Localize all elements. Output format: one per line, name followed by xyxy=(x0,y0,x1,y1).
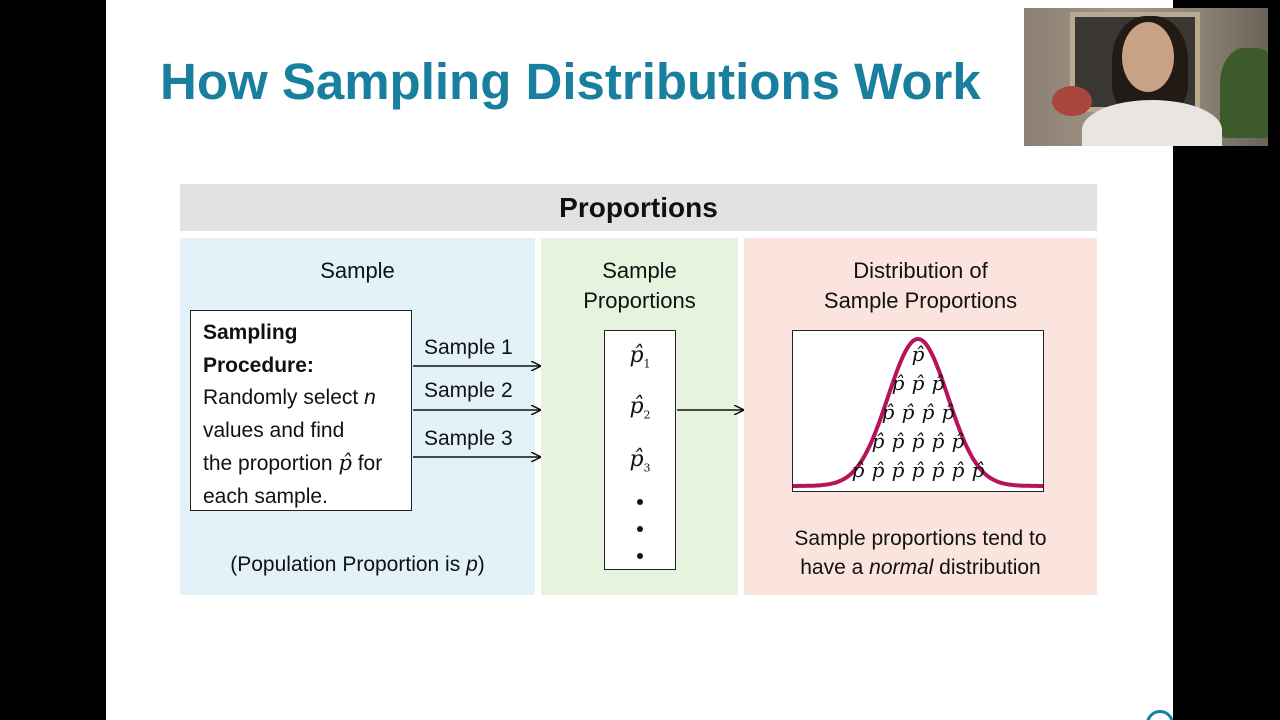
phat-stack-symbol: p̂ xyxy=(912,342,925,366)
sample-panel-heading: Sample xyxy=(320,258,395,283)
sampling-procedure-box: Sampling Procedure: Randomly select n va… xyxy=(190,310,412,511)
phat-stack-symbol: p̂ xyxy=(942,400,955,424)
population-var-p: p xyxy=(466,553,478,576)
phat-stack-symbol: p̂ xyxy=(892,371,905,395)
distribution-note-normal: normal xyxy=(869,556,934,579)
population-proportion-note: (Population Proportion is p) xyxy=(180,553,535,577)
sample-panel: Sample Sampling Procedure: Randomly sele… xyxy=(180,238,535,595)
phat-3-symbol: p̂ xyxy=(629,447,644,472)
procedure-line3-post: for xyxy=(351,452,383,475)
distribution-note-line1: Sample proportions tend to xyxy=(794,527,1047,550)
slide: How Sampling Distributions Work Proporti… xyxy=(106,0,1173,720)
phat-stack: p̂ p̂ p̂ p̂ p̂ p̂ p̂ p̂ p̂ p̂ p̂ p̂ p̂ p̂ p̂ p̂ p̂ p̂ p̂ p̂ xyxy=(852,342,985,482)
diagram-header: Proportions xyxy=(180,184,1097,231)
distribution-note-line2-pre: have a xyxy=(800,556,870,579)
phat-stack-symbol: p̂ xyxy=(852,458,865,482)
phat-2-symbol: p̂ xyxy=(629,394,644,419)
phat-stack-symbol: p̂ xyxy=(952,429,965,453)
procedure-title: Sampling Procedure: xyxy=(203,321,314,377)
phat-stack-symbol: p̂ xyxy=(922,400,935,424)
phat-stack-symbol: p̂ xyxy=(882,400,895,424)
sample-proportions-list: p̂1 p̂2 p̂3 xyxy=(604,330,676,570)
webcam-plant xyxy=(1220,48,1268,138)
webcam-flowers xyxy=(1052,86,1092,116)
phat-stack-symbol: p̂ xyxy=(932,458,945,482)
presenter-face xyxy=(1122,22,1174,92)
phat-2-subscript: 2 xyxy=(643,408,651,422)
sample-proportions-panel: Sample Proportions p̂1 p̂2 p̂3 xyxy=(541,238,738,595)
phat-3-subscript: 3 xyxy=(643,461,651,475)
phat-stack-symbol: p̂ xyxy=(952,458,965,482)
phat-1-subscript: 1 xyxy=(643,357,651,371)
phat-stack-symbol: p̂ xyxy=(892,458,905,482)
procedure-line4: each sample. xyxy=(203,484,328,508)
phat-stack-symbol: p̂ xyxy=(912,458,925,482)
population-post: ) xyxy=(477,553,485,576)
normal-curve-box: p̂ p̂ p̂ p̂ p̂ p̂ p̂ p̂ p̂ p̂ p̂ p̂ p̂ p̂ p̂ p̂ p̂ p̂ p̂ p̂ xyxy=(792,330,1044,492)
population-pre: (Population Proportion is xyxy=(230,553,467,576)
normal-curve xyxy=(793,337,1043,488)
ellipsis-dot xyxy=(637,499,643,505)
phat-stack-symbol: p̂ xyxy=(912,371,925,395)
phat-stack-symbol: p̂ xyxy=(932,429,945,453)
phat-stack-symbol: p̂ xyxy=(972,458,985,482)
procedure-line3-text: the proportion xyxy=(203,452,339,475)
proportions-diagram: Proportions Sample Sampling Procedure: R… xyxy=(180,184,1097,595)
ellipsis-dot xyxy=(637,553,643,559)
phat-stack-symbol: p̂ xyxy=(932,371,945,395)
presenter-body xyxy=(1082,100,1222,146)
distribution-note: Sample proportions tend to have a normal… xyxy=(744,524,1097,582)
phat-stack-symbol: p̂ xyxy=(872,429,885,453)
presenter-webcam xyxy=(1024,8,1268,146)
distribution-note-line2-post: distribution xyxy=(933,556,1041,579)
corner-logo-icon xyxy=(1146,710,1173,720)
sample-3-label: Sample 3 xyxy=(424,427,513,450)
procedure-var-n: n xyxy=(364,386,376,409)
normal-curve-graphic: p̂ p̂ p̂ p̂ p̂ p̂ p̂ p̂ p̂ p̂ p̂ p̂ p̂ p̂ p̂ p̂ p̂ p̂ p̂ p̂ xyxy=(793,337,1043,488)
sample-1-label: Sample 1 xyxy=(424,336,513,359)
sample-2-label: Sample 2 xyxy=(424,379,513,402)
proportions-panel-heading: Sample Proportions xyxy=(583,258,696,313)
phat-2: p̂2 xyxy=(605,394,675,421)
phat-stack-symbol: p̂ xyxy=(872,458,885,482)
procedure-line1-text: Randomly select xyxy=(203,386,365,409)
phat-3: p̂3 xyxy=(605,447,675,474)
phat-stack-symbol: p̂ xyxy=(902,400,915,424)
distribution-panel-heading: Distribution of Sample Proportions xyxy=(823,258,1018,313)
phat-stack-symbol: p̂ xyxy=(912,429,925,453)
flow-arrows xyxy=(413,184,1097,595)
distribution-panel: Distribution of Sample Proportions p̂p̂p… xyxy=(744,238,1097,595)
phat-1-symbol: p̂ xyxy=(629,343,644,368)
phat-stack-symbol: p̂ xyxy=(892,429,905,453)
procedure-line2: values and find xyxy=(203,418,345,442)
ellipsis-dot xyxy=(637,526,643,532)
procedure-var-phat: p̂ xyxy=(338,451,352,475)
phat-1: p̂1 xyxy=(605,343,675,370)
slide-title: How Sampling Distributions Work xyxy=(160,53,981,110)
